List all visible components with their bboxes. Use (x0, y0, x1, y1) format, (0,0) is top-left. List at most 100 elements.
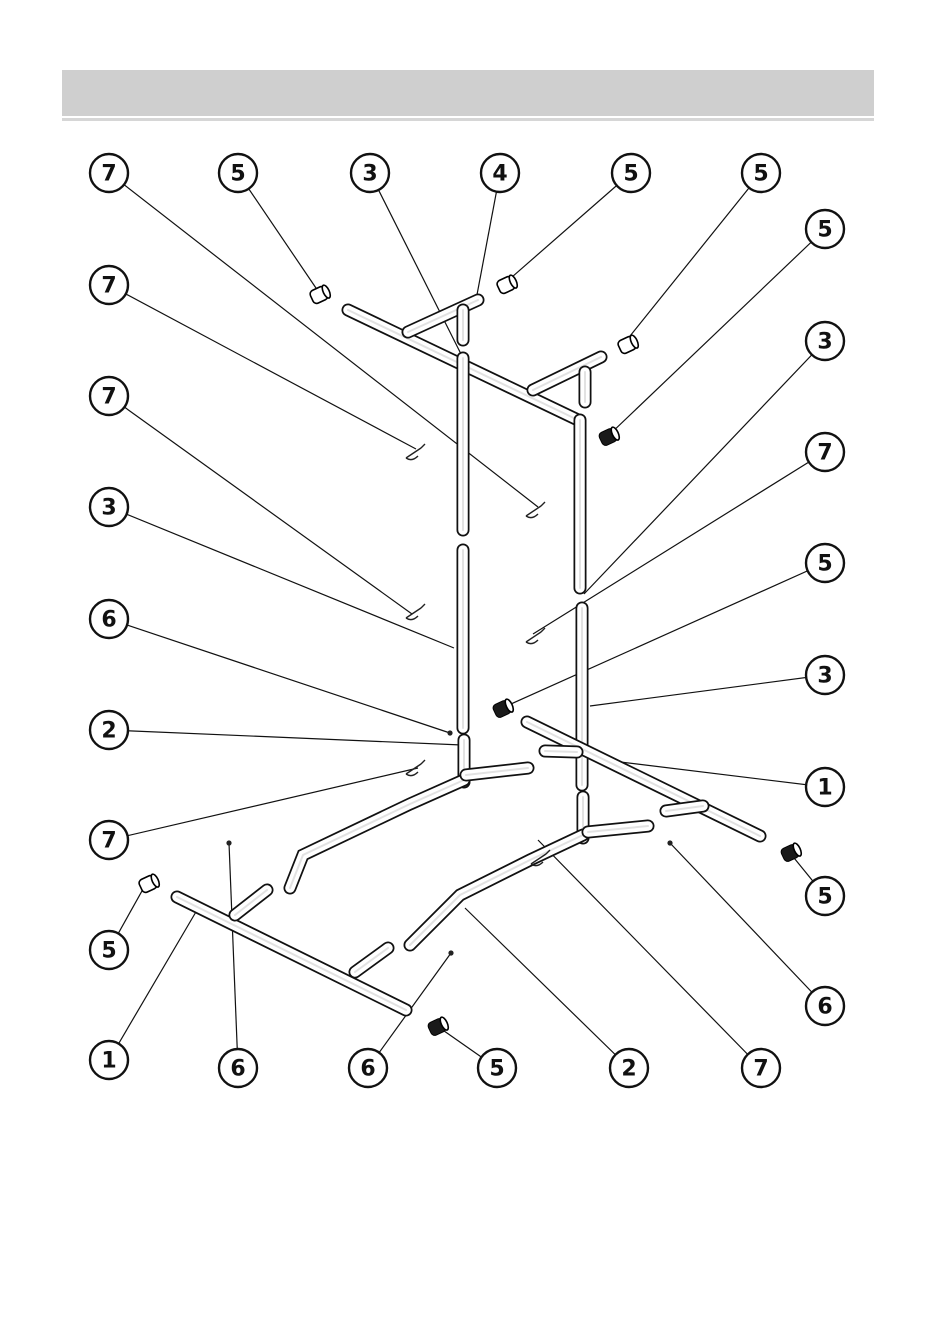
spring-clip (406, 760, 425, 776)
callout-1: 7 (90, 154, 128, 192)
leader-line (590, 675, 825, 706)
leader-line (502, 563, 825, 708)
callout-number: 3 (101, 496, 116, 521)
callout-7: 5 (806, 210, 844, 248)
callout-number: 7 (101, 162, 116, 187)
tube (410, 835, 583, 945)
screw (667, 840, 672, 845)
callout-26: 2 (610, 1049, 648, 1087)
spring-clip-wire (406, 760, 425, 776)
callout-4: 4 (481, 154, 519, 192)
callout-14: 6 (90, 600, 128, 638)
frame-tubes (177, 300, 760, 1010)
tube (355, 948, 388, 972)
callout-16: 2 (90, 711, 128, 749)
callout-number: 5 (753, 162, 768, 187)
leader-line (229, 843, 238, 1068)
callout-5: 5 (612, 154, 650, 192)
end-cap (138, 873, 161, 894)
callout-number: 5 (817, 552, 832, 577)
callout-number: 5 (623, 162, 638, 187)
leader-line (109, 396, 412, 614)
callout-number: 6 (817, 995, 832, 1020)
callout-number: 3 (362, 162, 377, 187)
leader-line (109, 173, 538, 507)
screw (447, 730, 452, 735)
end-cap (780, 842, 803, 863)
callout-number: 6 (101, 608, 116, 633)
callout-number: 5 (101, 939, 116, 964)
end-cap (309, 284, 332, 305)
callout-12: 3 (90, 488, 128, 526)
callout-24: 6 (349, 1049, 387, 1087)
callout-2: 5 (219, 154, 257, 192)
callout-number: 6 (230, 1057, 245, 1082)
tube-shade (355, 948, 388, 972)
tube-body (290, 780, 464, 888)
leader-line (109, 730, 462, 745)
screw (448, 950, 453, 955)
leader-line (608, 229, 825, 436)
callout-number: 7 (753, 1057, 768, 1082)
callout-10: 7 (90, 377, 128, 415)
callout-number: 5 (230, 162, 245, 187)
tube (666, 806, 703, 811)
leader-line (238, 173, 318, 291)
callout-number: 5 (489, 1057, 504, 1082)
spring-clip (406, 444, 425, 460)
tube (290, 780, 464, 888)
leader-line (538, 840, 761, 1068)
callout-number: 7 (817, 441, 832, 466)
screw (226, 840, 231, 845)
callout-number: 3 (817, 664, 832, 689)
callout-21: 6 (806, 987, 844, 1025)
spring-clip-wire (406, 444, 425, 460)
callout-20: 5 (806, 877, 844, 915)
callout-number: 1 (101, 1049, 116, 1074)
callout-13: 5 (806, 544, 844, 582)
callout-19: 5 (90, 931, 128, 969)
callout-number: 5 (817, 218, 832, 243)
end-cap (492, 698, 515, 719)
leader-line (109, 285, 416, 449)
callout-number: 3 (817, 330, 832, 355)
tube (466, 768, 528, 775)
callout-number: 7 (101, 274, 116, 299)
callout-15: 3 (806, 656, 844, 694)
spring-clip-wire (526, 628, 545, 644)
callout-number: 2 (101, 719, 116, 744)
tube (545, 751, 577, 752)
callout-number: 5 (817, 885, 832, 910)
callout-23: 6 (219, 1049, 257, 1087)
end-cap (598, 426, 621, 447)
callout-27: 7 (742, 1049, 780, 1087)
tube-shade (527, 722, 760, 836)
callout-11: 7 (806, 433, 844, 471)
tube (588, 826, 648, 832)
callout-number: 2 (621, 1057, 636, 1082)
callout-18: 7 (90, 821, 128, 859)
callout-8: 7 (90, 266, 128, 304)
callout-25: 5 (478, 1049, 516, 1087)
callout-number: 6 (360, 1057, 375, 1082)
end-cap (427, 1016, 450, 1037)
end-cap (617, 334, 640, 355)
callout-6: 5 (742, 154, 780, 192)
callout-17: 1 (806, 768, 844, 806)
spring-clip (526, 628, 545, 644)
tube-shade (545, 751, 577, 752)
leader-line (504, 173, 631, 284)
tube (527, 722, 760, 836)
tube (235, 890, 267, 915)
leader-line (584, 341, 825, 594)
leader-line (465, 908, 629, 1068)
leader-line (109, 507, 454, 648)
callout-3: 3 (351, 154, 389, 192)
callout-number: 4 (492, 162, 507, 187)
tube-body (410, 835, 583, 945)
callout-9: 3 (806, 322, 844, 360)
tube-shade (235, 890, 267, 915)
callout-22: 1 (90, 1041, 128, 1079)
leader-line (109, 905, 200, 1060)
